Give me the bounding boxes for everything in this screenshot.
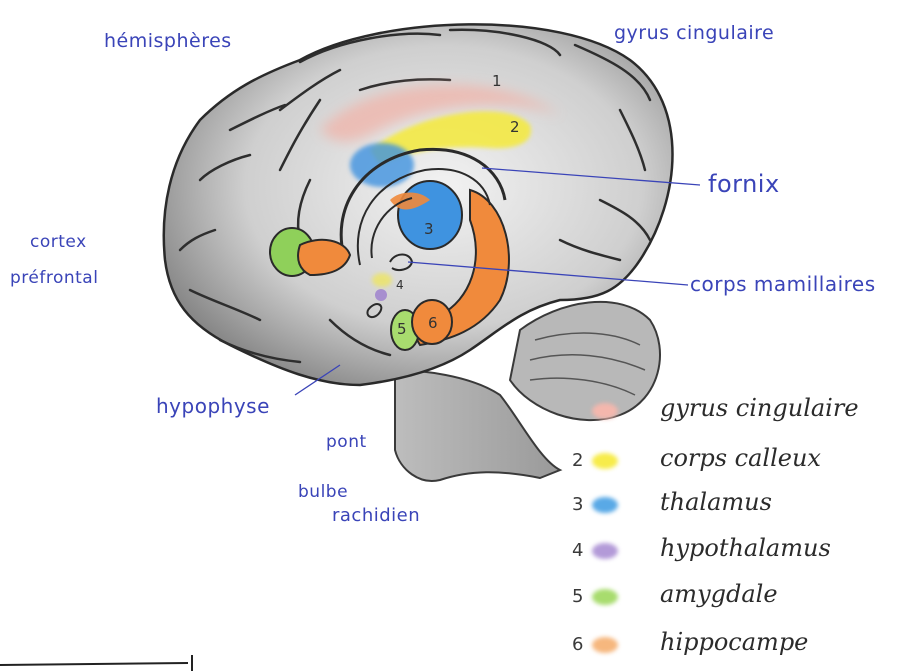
region-number-6: 6: [428, 314, 438, 332]
legend-number: 6: [572, 634, 583, 655]
legend-item-thalamus: 3 thalamus: [572, 484, 912, 528]
legend-swatch-pink: [592, 403, 618, 419]
legend-item-hypothalamus: 4 hypothalamus: [572, 530, 912, 574]
legend-item-corps-calleux: 2 corps calleux: [572, 440, 912, 484]
legend-item-gyrus-cingulaire: gyrus cingulaire: [572, 390, 912, 434]
legend-number: 4: [572, 540, 583, 561]
label-hemispheres: hémisphères: [104, 30, 232, 52]
legend-swatch-orange: [592, 637, 618, 653]
label-prefrontal: préfrontal: [10, 268, 98, 288]
region-number-4: 4: [396, 278, 404, 292]
label-corps-mamillaires: corps mamillaires: [690, 272, 876, 296]
label-hypophyse: hypophyse: [156, 394, 270, 418]
label-cortex: cortex: [30, 232, 87, 252]
legend-swatch-green: [592, 589, 618, 605]
region-number-1: 1: [492, 72, 502, 90]
label-gyrus-top: gyrus cingulaire: [614, 22, 774, 44]
legend-label: thalamus: [660, 488, 772, 516]
legend-item-hippocampe: 6 hippocampe: [572, 624, 912, 668]
scale-line: [0, 663, 188, 665]
legend-item-amygdale: 5 amygdale: [572, 576, 912, 620]
legend-number: 5: [572, 586, 583, 607]
legend-label: hypothalamus: [660, 534, 831, 562]
legend-swatch-purple: [592, 543, 618, 559]
legend-label: amygdale: [660, 580, 778, 608]
legend-label: corps calleux: [660, 444, 821, 472]
label-pont: pont: [326, 432, 367, 452]
legend-swatch-blue: [592, 497, 618, 513]
legend-label: hippocampe: [660, 628, 808, 656]
legend-label: gyrus cingulaire: [660, 394, 859, 422]
label-bulbe: bulbe: [298, 482, 348, 502]
legend-swatch-yellow: [592, 453, 618, 469]
label-fornix: fornix: [708, 170, 780, 198]
legend-number: 2: [572, 450, 583, 471]
region-number-3: 3: [424, 220, 434, 238]
region-number-5: 5: [397, 320, 407, 338]
label-rachidien: rachidien: [332, 505, 420, 526]
region-number-2: 2: [510, 118, 520, 136]
hypothalamus-region: [375, 289, 387, 301]
legend-number: 3: [572, 494, 583, 515]
thalamus-main: [398, 181, 462, 249]
